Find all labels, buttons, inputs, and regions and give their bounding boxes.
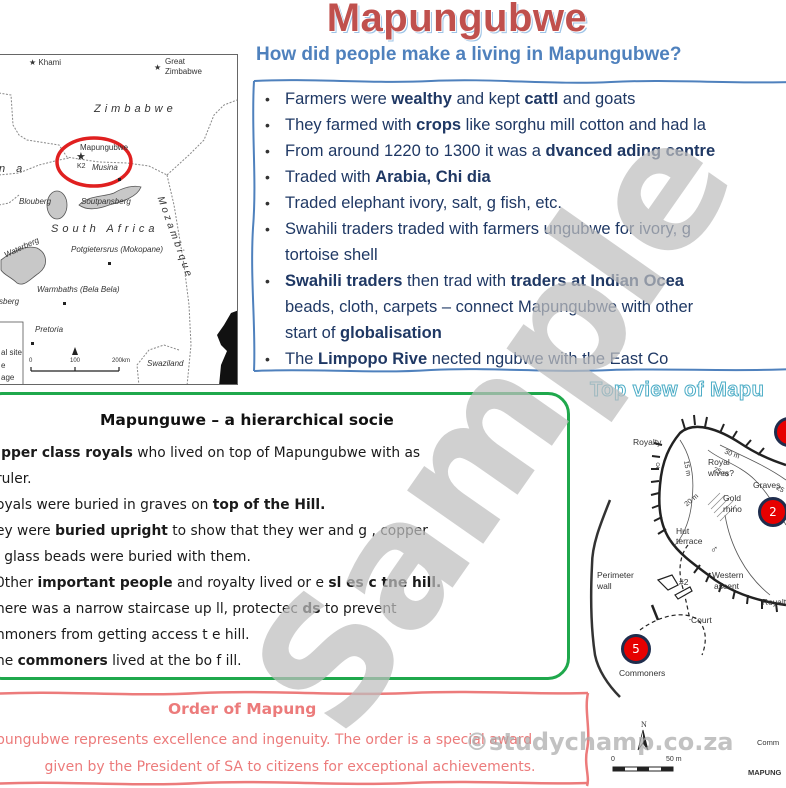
mapungubwe-star-icon: ★ bbox=[76, 151, 86, 163]
scale-label-0: 0 bbox=[611, 756, 615, 763]
trade-item: Swahili traders then trad with traders a… bbox=[263, 268, 786, 346]
map-label-great: Great bbox=[165, 57, 186, 66]
map-label-great-zimbabwe: Zimbabwe bbox=[165, 67, 202, 76]
trade-bullet-list: Farmers were wealthy and kept cattl and … bbox=[263, 86, 786, 372]
male-symbol-icon: ♂ bbox=[710, 544, 719, 556]
society-line: l glass beads were buried with them. bbox=[0, 549, 251, 565]
map-label-swaziland: Swaziland bbox=[147, 359, 184, 368]
society-text: Jpper class royals who lived on top of M… bbox=[0, 440, 441, 674]
label-western: Western bbox=[712, 570, 744, 580]
trade-item: From around 1220 to 1300 it was a dvance… bbox=[263, 138, 786, 164]
north-label: N bbox=[641, 720, 647, 729]
wavy-frame-red bbox=[0, 690, 590, 787]
trade-info-box: Farmers were wealthy and kept cattl and … bbox=[251, 78, 786, 373]
order-box bbox=[0, 690, 590, 788]
order-line-1: pungubwe represents excellence and ingen… bbox=[0, 732, 533, 748]
label-commoners: Commoners bbox=[619, 668, 666, 678]
label-ascent: ascent bbox=[714, 581, 740, 591]
map-legend-mid: e bbox=[1, 361, 6, 370]
society-line: nmoners from getting access t e hill. bbox=[0, 627, 250, 643]
map-legend-site: al site bbox=[1, 348, 22, 357]
map-label-botswana: n a bbox=[0, 163, 27, 175]
trade-item: Traded with Arabia, Chi dia bbox=[263, 164, 786, 190]
map-label-mapungubwe: Mapungubwe bbox=[80, 143, 129, 152]
map-graphic bbox=[0, 92, 237, 384]
page-title: Mapungubwe bbox=[326, 0, 588, 40]
label-graves: Graves bbox=[753, 480, 781, 490]
map-legend-age: age bbox=[1, 373, 15, 382]
scale-0: 0 bbox=[29, 358, 33, 364]
society-line: he commoners lived at the bo f ill. bbox=[0, 653, 242, 669]
order-line-2: given by the President of SA to citizens… bbox=[44, 759, 536, 775]
scale-100: 100 bbox=[70, 358, 81, 364]
female-symbol-icon: ♀ bbox=[653, 458, 663, 473]
topview-map: Royalty ♀ Royal wives? Graves Gold rhino… bbox=[580, 405, 786, 788]
order-description: pungubwe represents excellence and ingen… bbox=[0, 727, 580, 781]
map-label-k2: K2 bbox=[77, 163, 86, 170]
map-label-pretoria: Pretoria bbox=[35, 325, 64, 334]
society-line: oyals were buried in graves on top of th… bbox=[0, 497, 326, 513]
map-star-icon: ★ bbox=[154, 63, 162, 72]
society-line: ruler. bbox=[0, 471, 32, 487]
society-line: Jpper class royals who lived on top of M… bbox=[0, 445, 421, 461]
society-line: ey were buried upright to show that they… bbox=[0, 523, 428, 539]
trade-item: Traded elephant ivory, salt, g fish, etc… bbox=[263, 190, 786, 216]
map-label-soutpansberg: Soutpansberg bbox=[81, 197, 131, 206]
map-label-khami: ★ Khami bbox=[29, 58, 62, 67]
label-commoners-right: Comm bbox=[757, 738, 780, 747]
map-label-sberg: sberg bbox=[0, 297, 20, 306]
label-gold: Gold bbox=[723, 493, 741, 503]
marker-2: 2 bbox=[758, 497, 786, 527]
map-label-polgietersrus: Potgietersrus (Mokopane) bbox=[71, 245, 164, 254]
map-label-blouberg: Blouberg bbox=[19, 197, 52, 206]
society-line: 0ther important people and royalty lived… bbox=[0, 575, 442, 591]
label-rhino: rhino bbox=[723, 504, 742, 514]
scale-200: 200km bbox=[112, 358, 131, 364]
label-royalty-right: Royalt bbox=[762, 597, 786, 607]
label-mapung: MAPUNG bbox=[748, 768, 782, 777]
scale-label-50: 50 m bbox=[666, 756, 682, 763]
trade-item: Farmers were wealthy and kept cattl and … bbox=[263, 86, 786, 112]
label-wives: wives? bbox=[708, 468, 734, 478]
label-terrace: terrace bbox=[676, 536, 703, 546]
label-royalty: Royalty bbox=[633, 437, 662, 447]
society-line: here was a narrow staircase up ll, prote… bbox=[0, 601, 397, 617]
label-wall: wall bbox=[597, 581, 612, 591]
society-box bbox=[0, 392, 570, 680]
order-title: Order of Mapung bbox=[168, 700, 317, 718]
map-label-warmbaths: Warmbaths (Bela Bela) bbox=[37, 285, 120, 294]
marker-5: 5 bbox=[621, 634, 651, 664]
label-num2: #2 bbox=[679, 577, 689, 587]
topview-title: Top view of Mapu bbox=[589, 379, 765, 402]
hill-plan-graphic bbox=[589, 414, 786, 772]
southern-africa-map: ★ Khami ★ Great Zimbabwe Zimbabwe Mapung… bbox=[0, 54, 238, 385]
label-court: Court bbox=[691, 615, 712, 625]
label-royal: Royal bbox=[708, 457, 730, 467]
section-subtitle: How did people make a living in Mapungub… bbox=[256, 44, 682, 65]
trade-item: The Limpopo Rive nected ngubwe with the … bbox=[263, 346, 786, 372]
society-title: Mapunguwe – a hierarchical socie bbox=[100, 411, 394, 429]
map-label-zimbabwe: Zimbabwe bbox=[94, 103, 177, 115]
trade-item: Swahili traders traded with farmers ungu… bbox=[263, 216, 786, 268]
label-hut: Hut bbox=[676, 526, 690, 536]
map-label-south-africa: South Africa bbox=[51, 223, 159, 235]
map-label-musina: Musina bbox=[92, 163, 118, 172]
trade-item: They farmed with crops like sorghu mill … bbox=[263, 112, 786, 138]
label-perimeter: Perimeter bbox=[597, 570, 634, 580]
